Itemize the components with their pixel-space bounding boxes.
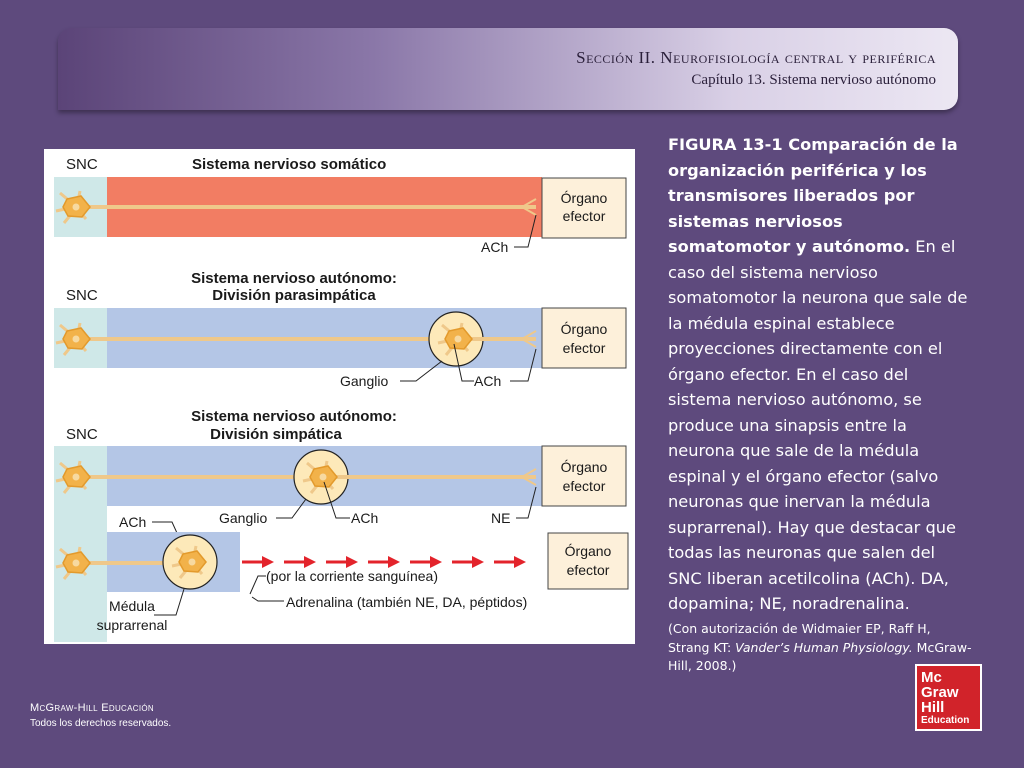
ganglion-label: Ganglio bbox=[219, 510, 267, 526]
ach-pointer bbox=[323, 481, 350, 519]
ach-pointer bbox=[453, 343, 474, 382]
organ-label: Órgano bbox=[561, 190, 608, 206]
ach-label: ACh bbox=[481, 239, 508, 255]
figure-caption: FIGURA 13-1 Comparación de la organizaci… bbox=[668, 132, 968, 617]
logo-text: Hill bbox=[921, 699, 945, 716]
blood-flow-arrows bbox=[242, 556, 526, 568]
rights-notice: Todos los derechos reservados. bbox=[30, 718, 172, 729]
ne-label: NE bbox=[491, 510, 510, 526]
section-title: Sección II. Neurofisiología central y pe… bbox=[576, 48, 936, 67]
organ-label: efector bbox=[563, 478, 606, 494]
organ-box bbox=[541, 307, 627, 369]
somatic-title: Sistema nervioso somático bbox=[192, 156, 386, 173]
logo-text: Education bbox=[921, 715, 970, 726]
logo-text: Mc bbox=[921, 669, 942, 686]
parasympathetic-panel: Sistema nervioso autónomo: División para… bbox=[54, 270, 627, 389]
adrenaline-pointer bbox=[251, 596, 284, 602]
ach-label: ACh bbox=[351, 510, 378, 526]
organ-box bbox=[541, 177, 627, 239]
snc-label: SNC bbox=[66, 426, 98, 443]
panel-title: Sistema nervioso autónomo: bbox=[191, 408, 397, 425]
somatic-panel: SNC Sistema nervioso somático Órgano efe… bbox=[54, 156, 627, 255]
chapter-title: Capítulo 13. Sistema nervioso autónomo bbox=[691, 72, 936, 88]
organ-label: efector bbox=[563, 208, 606, 224]
figure-credit: (Con autorización de Widmaier EP, Raff H… bbox=[668, 620, 973, 676]
ach-medulla-label: ACh bbox=[119, 514, 146, 530]
publisher-name: McGraw-Hill Educación bbox=[30, 702, 154, 714]
organ-label: Órgano bbox=[561, 459, 608, 475]
organ-label: efector bbox=[563, 340, 606, 356]
credit-book: Vander’s Human Physiology. bbox=[735, 639, 913, 655]
adrenaline-label: Adrenalina (también NE, DA, péptidos) bbox=[286, 594, 527, 610]
ach-label: ACh bbox=[474, 373, 501, 389]
snc-label: SNC bbox=[66, 156, 98, 173]
slide-header: Sección II. Neurofisiología central y pe… bbox=[58, 28, 958, 110]
ne-pointer bbox=[516, 486, 537, 519]
ach-pointer bbox=[514, 214, 537, 248]
figure-panel: SNC Sistema nervioso somático Órgano efe… bbox=[44, 149, 635, 644]
organ-box bbox=[547, 532, 629, 590]
blood-note: (por la corriente sanguínea) bbox=[266, 568, 438, 584]
ach-pointer bbox=[510, 348, 537, 382]
logo-text: Graw bbox=[921, 684, 959, 701]
panel-subtitle: División simpática bbox=[210, 426, 342, 443]
mcgraw-hill-logo: Mc Graw Hill Education bbox=[917, 666, 980, 729]
axon-terminal bbox=[521, 198, 537, 216]
medulla-label: Médula bbox=[109, 598, 155, 614]
organ-label: efector bbox=[567, 562, 610, 578]
axon-terminal bbox=[521, 330, 537, 348]
organ-label: Órgano bbox=[565, 543, 612, 559]
caption-text: En el caso del sistema nervioso somatomo… bbox=[668, 237, 968, 613]
blood-note-pointer bbox=[249, 575, 266, 595]
ganglion-pointer bbox=[400, 360, 443, 382]
ganglion-pointer bbox=[276, 498, 307, 519]
caption-title: FIGURA 13-1 Comparación de la organizaci… bbox=[668, 135, 958, 256]
credit-suffix: McGraw-Hill, 2008.) bbox=[668, 639, 972, 674]
organ-label: Órgano bbox=[561, 321, 608, 337]
ganglion-label: Ganglio bbox=[340, 373, 388, 389]
panel-subtitle: División parasimpática bbox=[212, 287, 376, 304]
panel-title: Sistema nervioso autónomo: bbox=[191, 270, 397, 287]
sympathetic-panel: Sistema nervioso autónomo: División simp… bbox=[54, 408, 629, 642]
axon-terminal bbox=[521, 468, 537, 486]
snc-label: SNC bbox=[66, 287, 98, 304]
credit-prefix: (Con autorización de Widmaier EP, Raff H… bbox=[668, 621, 931, 655]
nervous-system-diagram: SNC Sistema nervioso somático Órgano efe… bbox=[54, 156, 629, 642]
medulla-pointer bbox=[154, 588, 185, 616]
organ-box bbox=[541, 445, 627, 507]
medulla-label: suprarrenal bbox=[97, 617, 168, 633]
